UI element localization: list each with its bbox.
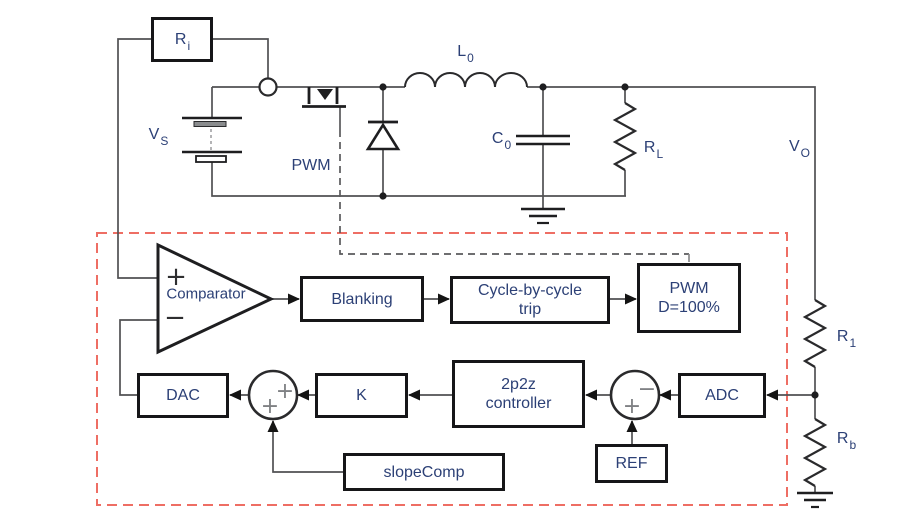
- rb-resistor-zigzag: [802, 418, 828, 487]
- arrowheads: [229, 293, 778, 432]
- output-capacitor-plates: [516, 134, 570, 146]
- adc-box: ADC: [678, 373, 766, 418]
- freewheel-diode: [365, 120, 401, 151]
- c0-label: C0: [491, 130, 512, 153]
- 2p2z-controller-box: 2p2z controller: [452, 360, 585, 428]
- controller-line2: controller: [485, 395, 552, 412]
- comparator-triangle: [156, 242, 275, 355]
- slopecomp-box: slopeComp: [343, 453, 505, 491]
- dac-label: DAC: [166, 387, 200, 404]
- comparator-plus-sign: +: [165, 262, 187, 292]
- rl-label: RL: [643, 139, 664, 162]
- gain-k-box: K: [315, 373, 408, 418]
- ground-rail: [211, 162, 626, 197]
- pwm-block-line1: PWM: [669, 280, 709, 297]
- slopecomp-to-sum-wire: [272, 421, 343, 473]
- blanking-box: Blanking: [300, 276, 424, 322]
- vs-label: VS: [148, 126, 169, 149]
- ground-symbol-c0: [521, 207, 565, 225]
- inductor-coil: [404, 72, 528, 88]
- ri-box: Ri: [151, 17, 213, 62]
- rb-label: Rb: [836, 430, 857, 453]
- comparator-plus-feed-wire: [117, 38, 158, 279]
- ref-box: REF: [595, 444, 668, 483]
- ri-to-sense-wire: [213, 38, 269, 78]
- adc-label: ADC: [705, 387, 739, 404]
- pwm-block-line2: D=100%: [658, 299, 720, 316]
- junction-dots: [379, 83, 819, 399]
- sum-error-bottom-plus-sign: +: [622, 394, 642, 419]
- comparator-label: Comparator: [166, 285, 246, 303]
- comparator-minus-sign: −: [164, 303, 186, 333]
- cbc-line2: trip: [518, 301, 542, 318]
- vs-battery: [182, 116, 242, 163]
- slopecomp-label: slopeComp: [383, 463, 465, 481]
- gain-k-label: K: [356, 387, 367, 404]
- mosfet-switch: [302, 87, 346, 108]
- control-loop-boundary: [96, 232, 788, 506]
- vo-label: VO: [788, 138, 811, 161]
- load-resistor-zigzag: [612, 102, 638, 171]
- ri-label: Ri: [174, 31, 191, 54]
- pwm-gate-dashed-line: [339, 107, 690, 262]
- r1-resistor-zigzag: [802, 299, 828, 368]
- cbc-line1: Cycle-by-cycle: [477, 282, 582, 299]
- dac-box: DAC: [137, 373, 229, 418]
- l0-label: L0: [457, 43, 474, 66]
- controller-line1: 2p2z: [501, 376, 536, 393]
- r1-label: R1: [836, 328, 857, 351]
- ref-label: REF: [615, 455, 648, 472]
- sum-dac-right-plus-sign: +: [275, 379, 295, 404]
- ground-symbol-rb: [797, 491, 833, 509]
- current-sense-node: [258, 77, 278, 97]
- cycle-by-cycle-trip-box: Cycle-by-cycle trip: [450, 276, 610, 324]
- dac-to-comparator-wire: [119, 319, 158, 396]
- blanking-label: Blanking: [331, 290, 393, 308]
- pwm-block-box: PWM D=100%: [637, 263, 741, 333]
- sum-dac-bottom-plus-sign: +: [260, 394, 280, 419]
- sum-error-right-minus-sign: −: [637, 377, 657, 402]
- pwm-signal-label: PWM: [291, 157, 331, 174]
